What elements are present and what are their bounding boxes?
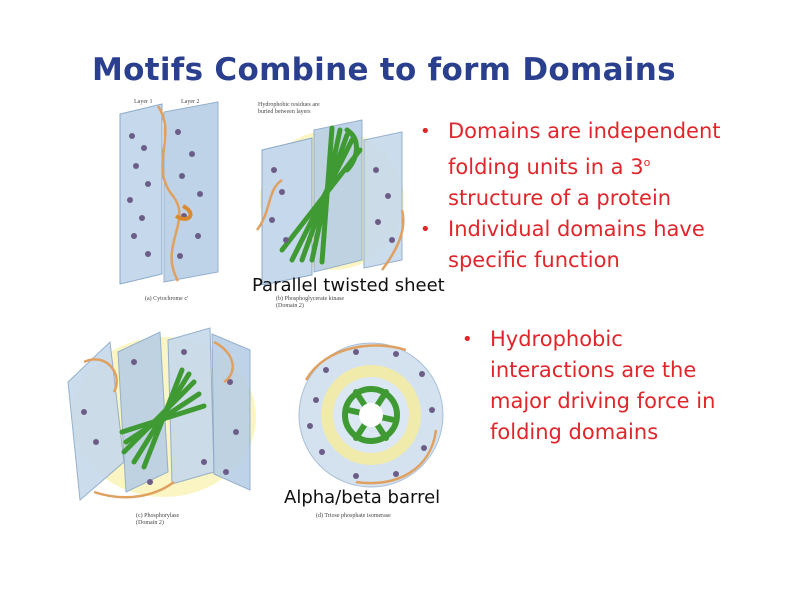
- caption-b-line2: (Domain 2): [276, 303, 304, 309]
- caption-d: (d) Triose phosphate isomerase: [316, 513, 391, 519]
- caption-c-line2: (Domain 2): [136, 520, 164, 526]
- cytochrome-illustration: [119, 101, 219, 285]
- bullet-list-top: • Domains are independent folding units …: [420, 116, 780, 276]
- caption-parallel-twisted-sheet: Parallel twisted sheet: [252, 275, 445, 296]
- label-layer2: Layer 2: [181, 99, 200, 105]
- phosphorylase-illustration: [67, 327, 256, 502]
- label-layer1: Layer 1: [134, 99, 153, 105]
- bullet-dot: •: [462, 329, 473, 350]
- bullet-line: folding domains: [490, 420, 659, 444]
- caption-a: (a) Cytochrome c': [145, 296, 189, 302]
- triose-isomerase-illustration: [298, 342, 444, 488]
- bullet-line: interactions are the: [490, 358, 697, 382]
- bullet-line: folding units in a 3o: [448, 155, 651, 179]
- figure-phosphoglycerate-kinase: [252, 110, 412, 286]
- caption-c-line1: (c) Phosphorylase: [136, 513, 180, 519]
- bullet-line: Hydrophobic: [490, 327, 623, 351]
- slide-title: Motifs Combine to form Domains: [92, 52, 676, 88]
- bullet-dot: •: [420, 121, 431, 142]
- caption-alpha-beta-barrel: Alpha/beta barrel: [284, 487, 441, 508]
- bullet-domains-independent: • Domains are independent folding units …: [420, 116, 780, 214]
- bullet-line: major driving force in: [490, 389, 716, 413]
- hydrophobic-note-line2: buried between layers: [258, 109, 311, 115]
- caption-b-line1: (b) Phosphoglycerate kinase: [276, 296, 344, 302]
- bullet-line: Individual domains have: [448, 217, 705, 241]
- bullet-line: specific function: [448, 248, 620, 272]
- bullet-specific-function: • Individual domains have specific funct…: [420, 214, 780, 276]
- phosphoglycerate-illustration: [255, 119, 405, 286]
- figure-cytochrome: [118, 96, 228, 296]
- bullet-line: structure of a protein: [448, 186, 672, 210]
- superscript-degree: o: [643, 156, 651, 169]
- bullet-list-bottom: • Hydrophobic interactions are the major…: [462, 324, 782, 448]
- figure-phosphorylase: [64, 322, 260, 512]
- hydrophobic-note-line1: Hydrophobic residues are: [258, 102, 320, 108]
- bullet-dot: •: [420, 219, 431, 240]
- figure-triose-phosphate-isomerase: [296, 340, 446, 490]
- bullet-hydrophobic-interactions: • Hydrophobic interactions are the major…: [462, 324, 782, 448]
- bullet-line: Domains are independent: [448, 119, 721, 143]
